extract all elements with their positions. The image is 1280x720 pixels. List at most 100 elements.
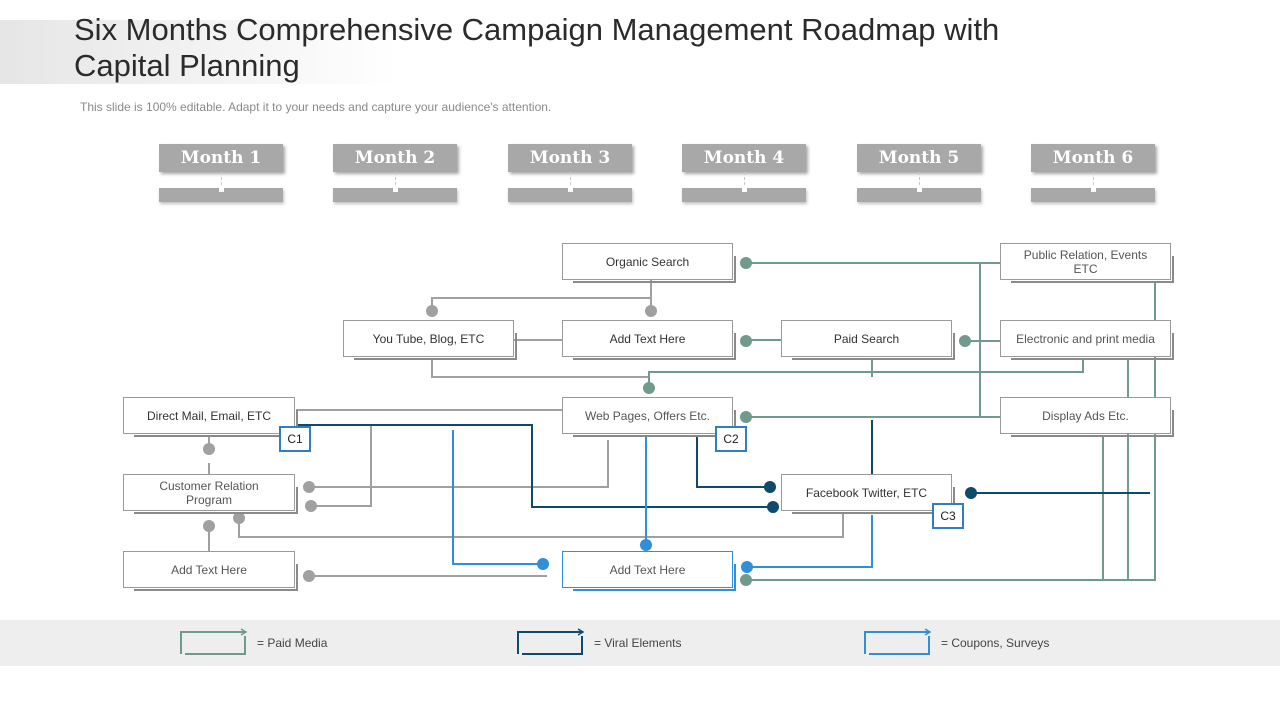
connector-dot — [426, 305, 438, 317]
legend-viral-elements: = Viral Elements — [516, 628, 682, 658]
coupons-surveys-swatch — [864, 628, 932, 655]
node-facebook-twitter: Facebook Twitter, ETC — [781, 474, 955, 514]
connector-dot — [643, 382, 655, 394]
month-1-bar — [159, 188, 283, 202]
connector-dot — [764, 481, 776, 493]
node-paid-search: Paid Search — [781, 320, 955, 360]
node-shadow — [573, 589, 736, 591]
connector-dot — [741, 561, 753, 573]
month-2-marker — [393, 187, 398, 192]
month-1-tick — [221, 172, 222, 190]
month-2-tick — [395, 172, 396, 190]
page-subtitle: This slide is 100% editable. Adapt it to… — [80, 100, 552, 114]
connector-dot — [233, 512, 245, 524]
node-shadow-bar — [734, 564, 736, 591]
month-2-bar — [333, 188, 457, 202]
paid-media-connectors — [648, 262, 1156, 581]
month-3-marker — [568, 187, 573, 192]
node-web-pages: Web Pages, Offers Etc. — [562, 397, 736, 437]
node-direct-mail: Direct Mail, Email, ETC — [123, 397, 298, 437]
month-5-tick — [919, 172, 920, 190]
node-electronic-print-label: Electronic and print media — [1016, 331, 1155, 346]
month-5-header: Month 5 — [857, 144, 981, 172]
viral-connectors — [296, 420, 1150, 508]
month-5-bar — [857, 188, 981, 202]
connector-dot — [305, 500, 317, 512]
node-shadow — [573, 435, 736, 437]
node-shadow — [573, 358, 736, 360]
node-direct-mail-label: Direct Mail, Email, ETC — [146, 408, 271, 423]
node-add-text-left: Add Text Here — [123, 551, 298, 591]
node-customer-relation-label: Customer Relation Program — [159, 478, 259, 507]
node-shadow-bar — [953, 487, 955, 514]
month-3-header: Month 3 — [508, 144, 632, 172]
node-add-text-mid-label: Add Text Here — [609, 331, 686, 346]
month-4-bar — [682, 188, 806, 202]
node-shadow-bar — [1172, 333, 1174, 360]
node-organic-search: Organic Search — [562, 243, 736, 283]
connector-dot — [203, 520, 215, 532]
month-6-bar — [1031, 188, 1155, 202]
month-3-bar — [508, 188, 632, 202]
month-4-marker — [742, 187, 747, 192]
node-shadow — [134, 512, 298, 514]
legend-band — [0, 620, 1280, 666]
node-electronic-print: Electronic and print media — [1000, 320, 1174, 360]
page-title: Six Months Comprehensive Campaign Manage… — [74, 12, 1000, 83]
connector-dot — [740, 411, 752, 423]
node-shadow — [134, 435, 298, 437]
node-organic-search-label: Organic Search — [605, 254, 690, 269]
node-shadow-bar — [1172, 410, 1174, 437]
node-shadow — [573, 281, 736, 283]
node-shadow-bar — [953, 333, 955, 360]
connector-c2: C2 — [715, 426, 747, 452]
node-shadow-bar — [734, 333, 736, 360]
connector-c1: C1 — [279, 426, 311, 452]
node-shadow-bar — [734, 256, 736, 283]
node-shadow-bar — [1172, 256, 1174, 283]
node-add-text-mid: Add Text Here — [562, 320, 736, 360]
viral-elements-swatch — [517, 628, 585, 655]
connector-dot — [740, 257, 752, 269]
node-add-text-left-label: Add Text Here — [171, 562, 247, 577]
connector-dot — [959, 335, 971, 347]
node-shadow — [1011, 281, 1174, 283]
month-4-tick — [744, 172, 745, 190]
legend-paid-media-label: = Paid Media — [257, 636, 328, 650]
connector-dot — [767, 501, 779, 513]
connector-dot — [740, 335, 752, 347]
node-customer-relation: Customer Relation Program — [123, 474, 298, 514]
month-6-tick — [1093, 172, 1094, 190]
connector-c3: C3 — [932, 503, 964, 529]
node-display-ads-label: Display Ads Etc. — [1042, 408, 1129, 423]
node-shadow — [354, 358, 517, 360]
month-3-tick — [570, 172, 571, 190]
node-shadow — [1011, 358, 1174, 360]
node-shadow — [1011, 435, 1174, 437]
connector-dot — [740, 574, 752, 586]
node-shadow-bar — [296, 564, 298, 591]
connector-dot — [965, 487, 977, 499]
node-shadow-bar — [296, 410, 298, 437]
node-shadow-bar — [296, 487, 298, 514]
legend-coupons-surveys: = Coupons, Surveys — [863, 628, 1049, 658]
connector-dot — [537, 558, 549, 570]
node-web-pages-label: Web Pages, Offers Etc. — [585, 408, 710, 423]
node-public-relation: Public Relation, Events ETC — [1000, 243, 1174, 283]
legend-coupons-surveys-label: = Coupons, Surveys — [941, 636, 1050, 650]
paid-media-swatch — [180, 628, 248, 655]
connector-dot — [303, 481, 315, 493]
connector-dot — [645, 305, 657, 317]
month-5-marker — [917, 187, 922, 192]
connector-dot — [640, 539, 652, 551]
node-facebook-twitter-label: Facebook Twitter, ETC — [805, 485, 928, 500]
node-shadow — [792, 512, 955, 514]
legend-paid-media: = Paid Media — [179, 628, 327, 658]
legend-viral-elements-label: = Viral Elements — [594, 636, 682, 650]
title-band — [0, 20, 400, 84]
node-youtube-blog: You Tube, Blog, ETC — [343, 320, 517, 360]
connector-dot — [303, 570, 315, 582]
month-2-header: Month 2 — [333, 144, 457, 172]
node-add-text-bottom-label: Add Text Here — [609, 562, 686, 577]
